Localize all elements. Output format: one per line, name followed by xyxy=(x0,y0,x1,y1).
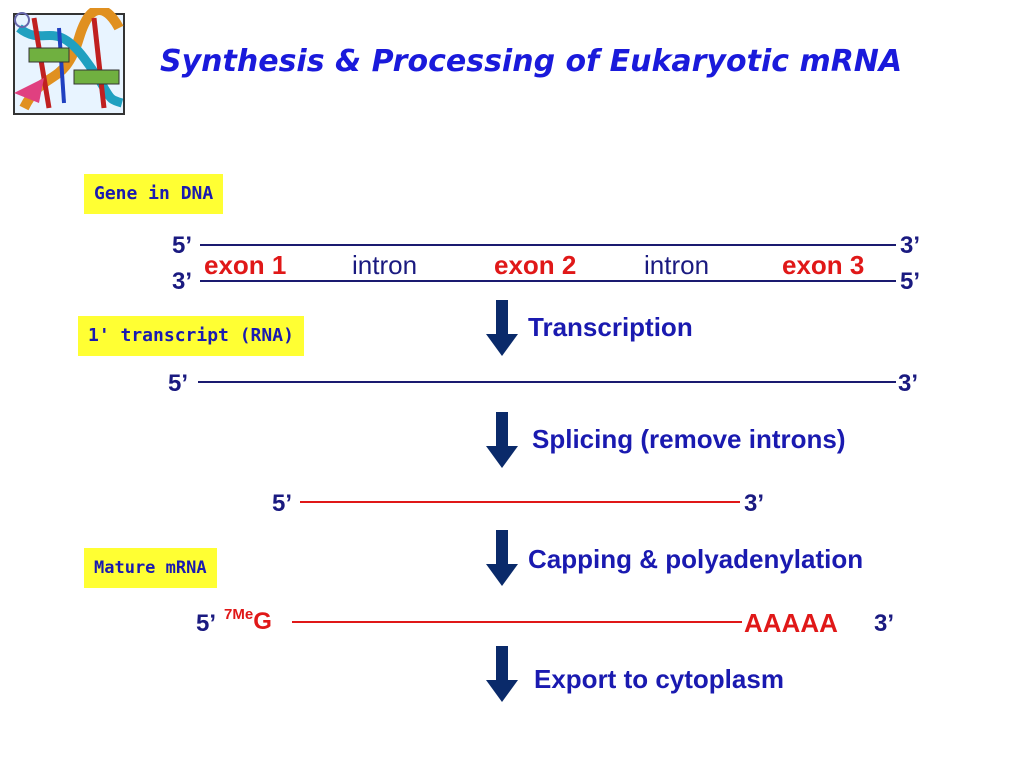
transcription-step: Transcription xyxy=(528,312,693,342)
dna-clipart-icon xyxy=(4,5,128,116)
intron-1-label: intron xyxy=(352,250,418,280)
rna-5prime: 5’ xyxy=(168,370,189,397)
dna-top-3prime: 3’ xyxy=(900,232,921,259)
spliced-rna-strand xyxy=(300,501,740,503)
export-step: Export to cytoplasm xyxy=(534,664,784,694)
mature-mrna-label: Mature mRNA xyxy=(84,548,217,588)
dna-top-strand xyxy=(200,244,896,246)
dna-bottom-strand xyxy=(200,280,896,282)
gene-in-dna-label: Gene in DNA xyxy=(84,174,224,214)
mature-5prime: 5’ xyxy=(196,610,217,637)
exon-2-label: exon 2 xyxy=(494,250,577,280)
spliced-3prime: 3’ xyxy=(744,490,765,517)
exon-3-label: exon 3 xyxy=(782,250,865,280)
mature-3prime: 3’ xyxy=(874,610,895,637)
page-title: Synthesis & Processing of Eukaryotic mRN… xyxy=(160,44,903,79)
dna-bottom-3prime: 3’ xyxy=(172,268,193,295)
rna-3prime: 3’ xyxy=(898,370,919,397)
down-arrow-icon xyxy=(486,530,518,586)
dna-top-5prime: 5’ xyxy=(172,232,193,259)
down-arrow-icon xyxy=(486,646,518,702)
cap-7me: 7Me xyxy=(224,606,254,623)
poly-a-tail: AAAAA xyxy=(744,608,838,638)
down-arrow-icon xyxy=(486,300,518,356)
exon-1-label: exon 1 xyxy=(204,250,287,280)
cap-label: 7MeG xyxy=(224,606,272,636)
capping-step: Capping & polyadenylation xyxy=(528,544,864,574)
cap-g: G xyxy=(253,608,272,635)
down-arrow-icon xyxy=(486,412,518,468)
primary-transcript-label: 1' transcript (RNA) xyxy=(78,316,304,356)
intron-2-label: intron xyxy=(644,250,710,280)
dna-bottom-5prime: 5’ xyxy=(900,268,921,295)
mature-mrna-strand xyxy=(292,621,742,623)
splicing-step: Splicing (remove introns) xyxy=(532,424,846,454)
primary-transcript-strand xyxy=(198,381,896,383)
spliced-5prime: 5’ xyxy=(272,490,293,517)
